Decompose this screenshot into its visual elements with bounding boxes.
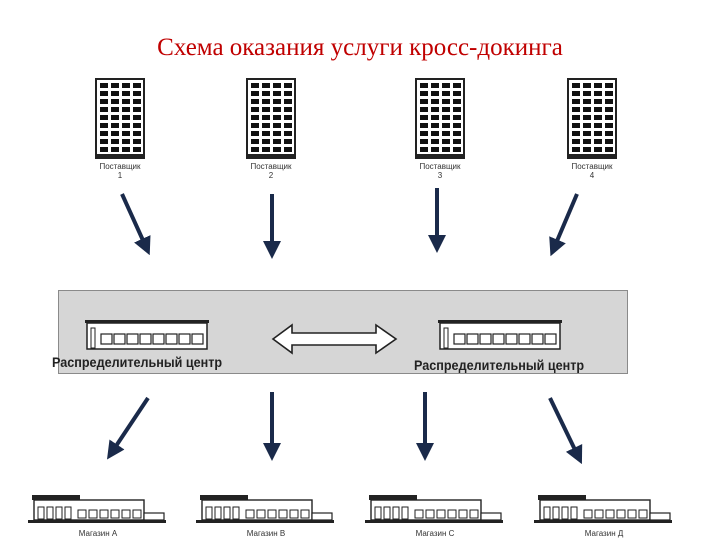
supplier-3: Поставщик 3 — [405, 78, 475, 180]
supplier-number: 3 — [437, 171, 443, 180]
supplier-number: 1 — [117, 171, 123, 180]
store-a-arrow — [107, 396, 150, 460]
store-label: Магазин С — [415, 529, 455, 538]
store-a: Магазин А — [28, 493, 168, 539]
distribution-center-label: Распределительный центр — [52, 354, 223, 370]
store-c: Магазин С — [365, 493, 505, 539]
supplier-label: Поставщик — [571, 162, 613, 171]
distribution-center-label: Распределительный центр — [414, 357, 585, 373]
store-icon — [28, 495, 166, 523]
building-icon — [246, 78, 296, 159]
supplier-label: Поставщик — [250, 162, 292, 171]
store-b: Магазин В — [196, 493, 336, 539]
supplier-2: Поставщик 2 — [236, 78, 306, 180]
store-icon — [534, 495, 672, 523]
store-d: Магазин Д — [534, 493, 674, 539]
building-icon — [567, 78, 617, 159]
supplier-1: Поставщик 1 — [85, 78, 155, 180]
building-icon — [95, 78, 145, 159]
store-label: Магазин Д — [584, 529, 624, 538]
supplier-label: Поставщик — [419, 162, 461, 171]
store-label: Магазин В — [246, 529, 286, 538]
warehouse-icon — [438, 320, 562, 350]
store-d-arrow — [548, 397, 583, 465]
supplier-4-arrow — [549, 193, 579, 257]
page-title: Схема оказания услуги кросс-докинга — [157, 34, 563, 61]
store-icon — [196, 495, 334, 523]
supplier-number: 2 — [268, 171, 274, 180]
supplier-number: 4 — [589, 171, 595, 180]
double-arrow-icon — [271, 323, 398, 355]
building-icon — [415, 78, 465, 159]
warehouse-icon — [85, 320, 209, 350]
supplier-1-arrow — [120, 193, 151, 256]
store-icon — [365, 495, 503, 523]
store-label: Магазин А — [78, 529, 118, 538]
supplier-4: Поставщик 4 — [557, 78, 627, 180]
supplier-label: Поставщик — [99, 162, 141, 171]
